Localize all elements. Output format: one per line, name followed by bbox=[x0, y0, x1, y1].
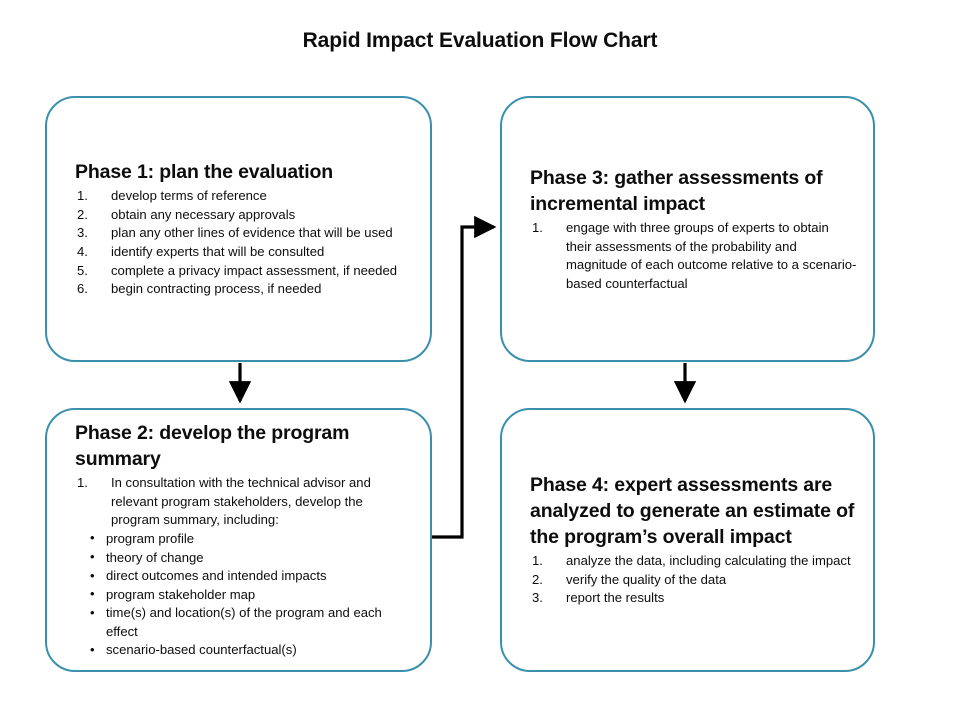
list-item: • program profile bbox=[75, 530, 414, 549]
list-item: 2. verify the quality of the data bbox=[530, 571, 857, 590]
step-number: 2. bbox=[77, 206, 88, 222]
step-number: 1. bbox=[532, 553, 543, 569]
bullet-text: time(s) and location(s) of the program a… bbox=[106, 605, 382, 639]
step-text: identify experts that will be consulted bbox=[111, 244, 325, 260]
step-text: engage with three groups of experts to o… bbox=[566, 219, 857, 291]
step-text: plan any other lines of evidence that wi… bbox=[111, 225, 393, 241]
step-number: 2. bbox=[532, 571, 543, 587]
phase-3-content: Phase 3: gather assessments of increment… bbox=[502, 165, 873, 294]
step-number: 4. bbox=[77, 244, 88, 260]
bullet-icon: • bbox=[90, 549, 95, 565]
list-item: 2. obtain any necessary approvals bbox=[75, 206, 414, 225]
phase-2-step-list: 1. In consultation with the technical ad… bbox=[75, 474, 414, 530]
bullet-text: scenario-based counterfactual(s) bbox=[106, 642, 297, 658]
list-item: 5. complete a privacy impact assessment,… bbox=[75, 262, 414, 281]
arrow-phase2-to-phase3 bbox=[432, 215, 497, 539]
bullet-icon: • bbox=[90, 641, 95, 657]
phase-4-heading: Phase 4: expert assessments are analyzed… bbox=[530, 473, 855, 549]
phase-box-3[interactable]: Phase 3: gather assessments of increment… bbox=[500, 96, 875, 362]
list-item: 1. engage with three groups of experts t… bbox=[530, 219, 857, 293]
page-title: Rapid Impact Evaluation Flow Chart bbox=[302, 29, 658, 52]
phase-2-content: Phase 2: develop the program summary 1. … bbox=[47, 420, 430, 660]
bullet-icon: • bbox=[90, 530, 95, 546]
bullet-icon: • bbox=[90, 586, 95, 602]
step-number: 3. bbox=[77, 225, 88, 241]
step-text: develop terms of reference bbox=[111, 188, 267, 204]
step-text: complete a privacy impact assessment, if… bbox=[111, 262, 398, 278]
phase-3-step-list: 1. engage with three groups of experts t… bbox=[530, 219, 857, 293]
step-number: 1. bbox=[77, 188, 88, 204]
list-item: • program stakeholder map bbox=[75, 586, 414, 605]
step-number: 3. bbox=[532, 590, 543, 606]
phase-box-1[interactable]: Phase 1: plan the evaluation 1. develop … bbox=[45, 96, 432, 362]
list-item: • scenario-based counterfactual(s) bbox=[75, 641, 414, 660]
step-text: obtain any necessary approvals bbox=[111, 206, 296, 222]
phase-1-step-list: 1. develop terms of reference 2. obtain … bbox=[75, 187, 414, 298]
list-item: 1. In consultation with the technical ad… bbox=[75, 474, 414, 530]
phase-1-heading: Phase 1: plan the evaluation bbox=[75, 161, 334, 184]
phase-2-sub-bullet-list: • program profile • theory of change • d… bbox=[75, 530, 414, 660]
list-item: • time(s) and location(s) of the program… bbox=[75, 604, 414, 641]
phase-4-step-list: 1. analyze the data, including calculati… bbox=[530, 552, 857, 608]
phase-3-heading: Phase 3: gather assessments of increment… bbox=[530, 166, 823, 215]
bullet-icon: • bbox=[90, 567, 95, 583]
phase-1-content: Phase 1: plan the evaluation 1. develop … bbox=[47, 159, 430, 299]
list-item: 3. plan any other lines of evidence that… bbox=[75, 224, 414, 243]
step-text: analyze the data, including calculating … bbox=[566, 553, 851, 569]
list-item: 3. report the results bbox=[530, 589, 857, 608]
phase-2-heading: Phase 2: develop the program summary bbox=[75, 421, 350, 471]
list-item: 1. analyze the data, including calculati… bbox=[530, 552, 857, 571]
step-text: begin contracting process, if needed bbox=[111, 281, 322, 297]
phase-box-2[interactable]: Phase 2: develop the program summary 1. … bbox=[45, 408, 432, 672]
phase-box-4[interactable]: Phase 4: expert assessments are analyzed… bbox=[500, 408, 875, 672]
list-item: • theory of change bbox=[75, 549, 414, 568]
list-item: 1. develop terms of reference bbox=[75, 187, 414, 206]
bullet-text: program profile bbox=[106, 530, 195, 546]
step-number: 1. bbox=[77, 475, 88, 491]
step-number: 1. bbox=[532, 219, 543, 235]
phase-4-content: Phase 4: expert assessments are analyzed… bbox=[502, 472, 873, 608]
bullet-icon: • bbox=[90, 604, 95, 620]
list-item: • direct outcomes and intended impacts bbox=[75, 567, 414, 586]
list-item: 4. identify experts that will be consult… bbox=[75, 243, 414, 262]
step-text: verify the quality of the data bbox=[566, 571, 727, 587]
bullet-text: theory of change bbox=[106, 549, 204, 565]
step-text: report the results bbox=[566, 590, 665, 606]
step-number: 5. bbox=[77, 262, 88, 278]
bullet-text: direct outcomes and intended impacts bbox=[106, 568, 327, 584]
bullet-text: program stakeholder map bbox=[106, 586, 256, 602]
list-item: 6. begin contracting process, if needed bbox=[75, 280, 414, 299]
step-number: 6. bbox=[77, 281, 88, 297]
step-text: In consultation with the technical advis… bbox=[111, 475, 371, 528]
